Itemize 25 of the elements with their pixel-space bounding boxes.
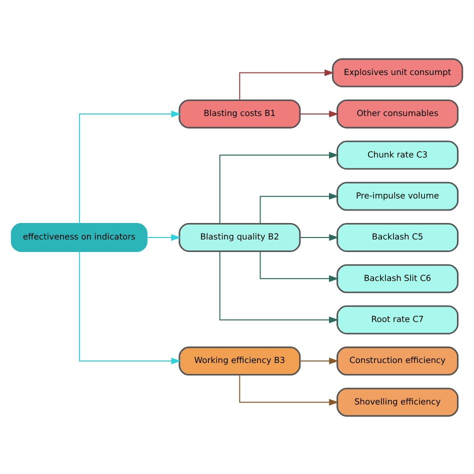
arrow — [239, 68, 334, 100]
arrow — [300, 110, 339, 117]
arrow — [79, 110, 181, 224]
arrow — [146, 234, 181, 240]
arrow — [219, 151, 339, 224]
node-box: Backlash C5 — [336, 222, 459, 252]
node-box: Pre-impulse volume — [336, 181, 459, 210]
node-box: Shovelling efficiency — [336, 387, 459, 416]
node-box: Blasting costs B1 — [178, 98, 301, 128]
node-box: Other consumables — [336, 98, 459, 128]
node-box: Chunk rate C3 — [336, 140, 459, 170]
arrow — [219, 250, 339, 323]
node-box: Blasting quality B2 — [178, 222, 301, 252]
arrow — [260, 192, 339, 224]
node-box: Backlash Slit C6 — [336, 264, 459, 293]
arrow — [79, 250, 181, 364]
node-box: Root rate C7 — [336, 304, 459, 334]
node-box: Explosives unit consumpt — [332, 58, 464, 87]
arrow — [260, 250, 339, 282]
node-box: effectiveness on indicators — [10, 222, 148, 252]
node-box: Working efficiency B3 — [178, 346, 301, 376]
arrow — [300, 357, 339, 364]
arrow — [300, 234, 339, 240]
node-box: Construction efficiency — [336, 346, 459, 376]
arrow — [239, 374, 339, 406]
